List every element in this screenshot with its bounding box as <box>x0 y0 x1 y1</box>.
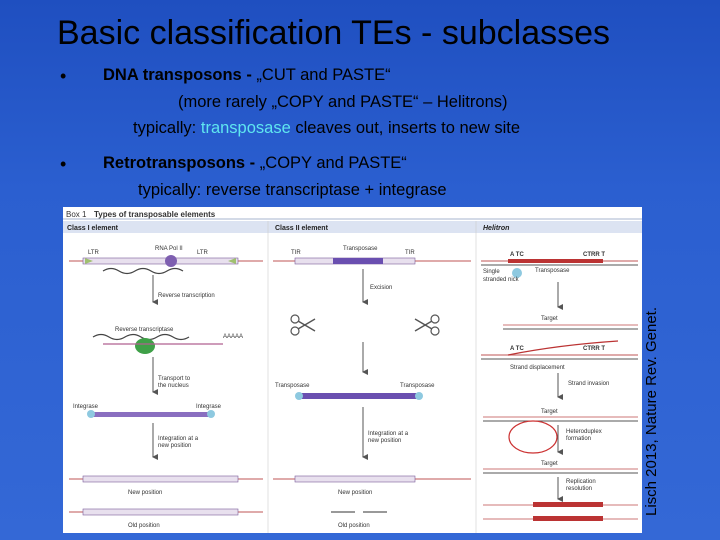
atc-label-2: A TC <box>510 346 524 352</box>
rt-protein-icon <box>135 338 155 354</box>
old-position-2: Old position <box>338 523 370 529</box>
transposase-right-label: Transposase <box>400 383 435 389</box>
transposase-left-label: Transposase <box>275 383 310 389</box>
ltr-right-label: LTR <box>197 250 209 256</box>
target-1: Target <box>541 316 558 322</box>
step-transport-b: the nucleus <box>158 383 189 389</box>
step-integration-c2-a: Integration at a <box>368 431 409 437</box>
excision-label: Excision <box>370 285 392 291</box>
highlight-transposase: transposase <box>200 119 291 137</box>
single-nick-b: stranded nick <box>483 277 520 283</box>
bullet-line: (more rarely „COPY and PASTE“ – Helitron… <box>178 93 508 111</box>
target-2: Target <box>541 409 558 415</box>
ctrr-label-2: CTRR T <box>583 346 605 352</box>
replication-b: resolution <box>566 486 592 492</box>
polya-label: AAAAA <box>223 334 243 340</box>
bullet-marker: • <box>60 154 67 174</box>
bullet-marker: • <box>60 66 67 86</box>
strand-invasion-label: Strand invasion <box>568 381 609 387</box>
integrase-left-label: Integrase <box>73 404 99 410</box>
target-3: Target <box>541 461 558 467</box>
figure-credit: Lisch 2013, Nature Rev. Genet. <box>643 306 660 516</box>
atc-label: A TC <box>510 252 524 258</box>
figure-svg: Box 1 Types of transposable elements Cla… <box>63 207 642 533</box>
integrase-right-label: Integrase <box>196 404 222 410</box>
box-label: Box 1 <box>66 210 87 219</box>
bullet-heading-rest: „CUT and PASTE“ <box>256 66 391 84</box>
ltr-left-label: LTR <box>88 250 100 256</box>
heteroduplex-b: formation <box>566 436 591 442</box>
bullet-heading-rest: „COPY and PASTE“ <box>259 154 407 172</box>
helitron-loop-icon <box>508 420 558 454</box>
old-position-1: Old position <box>128 523 160 529</box>
tir-left-label: TIR <box>291 250 301 256</box>
single-nick-a: Single <box>483 269 500 275</box>
slide-title: Basic classification TEs - subclasses <box>57 14 611 52</box>
bullet-heading: DNA transposons - <box>103 66 257 84</box>
bullet-line: typically: reverse transcriptase + integ… <box>138 181 447 199</box>
helitron-header: Helitron <box>483 225 509 232</box>
rna-pol-label: RNA Pol II <box>155 246 183 252</box>
class1-header: Class I element <box>67 225 119 232</box>
replication-a: Replication <box>566 479 596 485</box>
scissors-right-icon <box>414 314 440 336</box>
te-types-figure: Box 1 Types of transposable elements Cla… <box>63 207 642 533</box>
bullet-dna-transposons: DNA transposons - „CUT and PASTE“ <box>103 66 391 85</box>
rt-label: Reverse transcriptase <box>115 327 174 333</box>
heteroduplex-a: Heteroduplex <box>566 429 602 435</box>
scissors-left-icon <box>290 314 316 336</box>
transposase-helitron-label: Transposase <box>535 268 570 274</box>
bullet-line: typically: transposase cleaves out, inse… <box>133 119 520 138</box>
box-title: Types of transposable elements <box>94 210 216 219</box>
new-position-2: New position <box>338 490 372 496</box>
ctrr-label: CTRR T <box>583 252 605 258</box>
step-reverse-transcription: Reverse transcription <box>158 293 215 299</box>
strand-displacement-label: Strand displacement <box>510 365 565 371</box>
bullet-retrotransposons: Retrotransposons - „COPY and PASTE“ <box>103 154 407 173</box>
step-integration-a: Integration at a <box>158 436 199 442</box>
tir-right-label: TIR <box>405 250 415 256</box>
new-position-1: New position <box>128 490 162 496</box>
transposase-top-label: Transposase <box>343 246 378 252</box>
step-integration-c2-b: new position <box>368 438 401 444</box>
text-pre: typically: <box>133 119 201 137</box>
step-integration-b: new position <box>158 443 191 449</box>
bullet-heading: Retrotransposons - <box>103 154 260 172</box>
step-transport-a: Transport to <box>158 376 191 382</box>
class2-header: Class II element <box>275 225 329 232</box>
text-post: cleaves out, inserts to new site <box>290 119 521 137</box>
